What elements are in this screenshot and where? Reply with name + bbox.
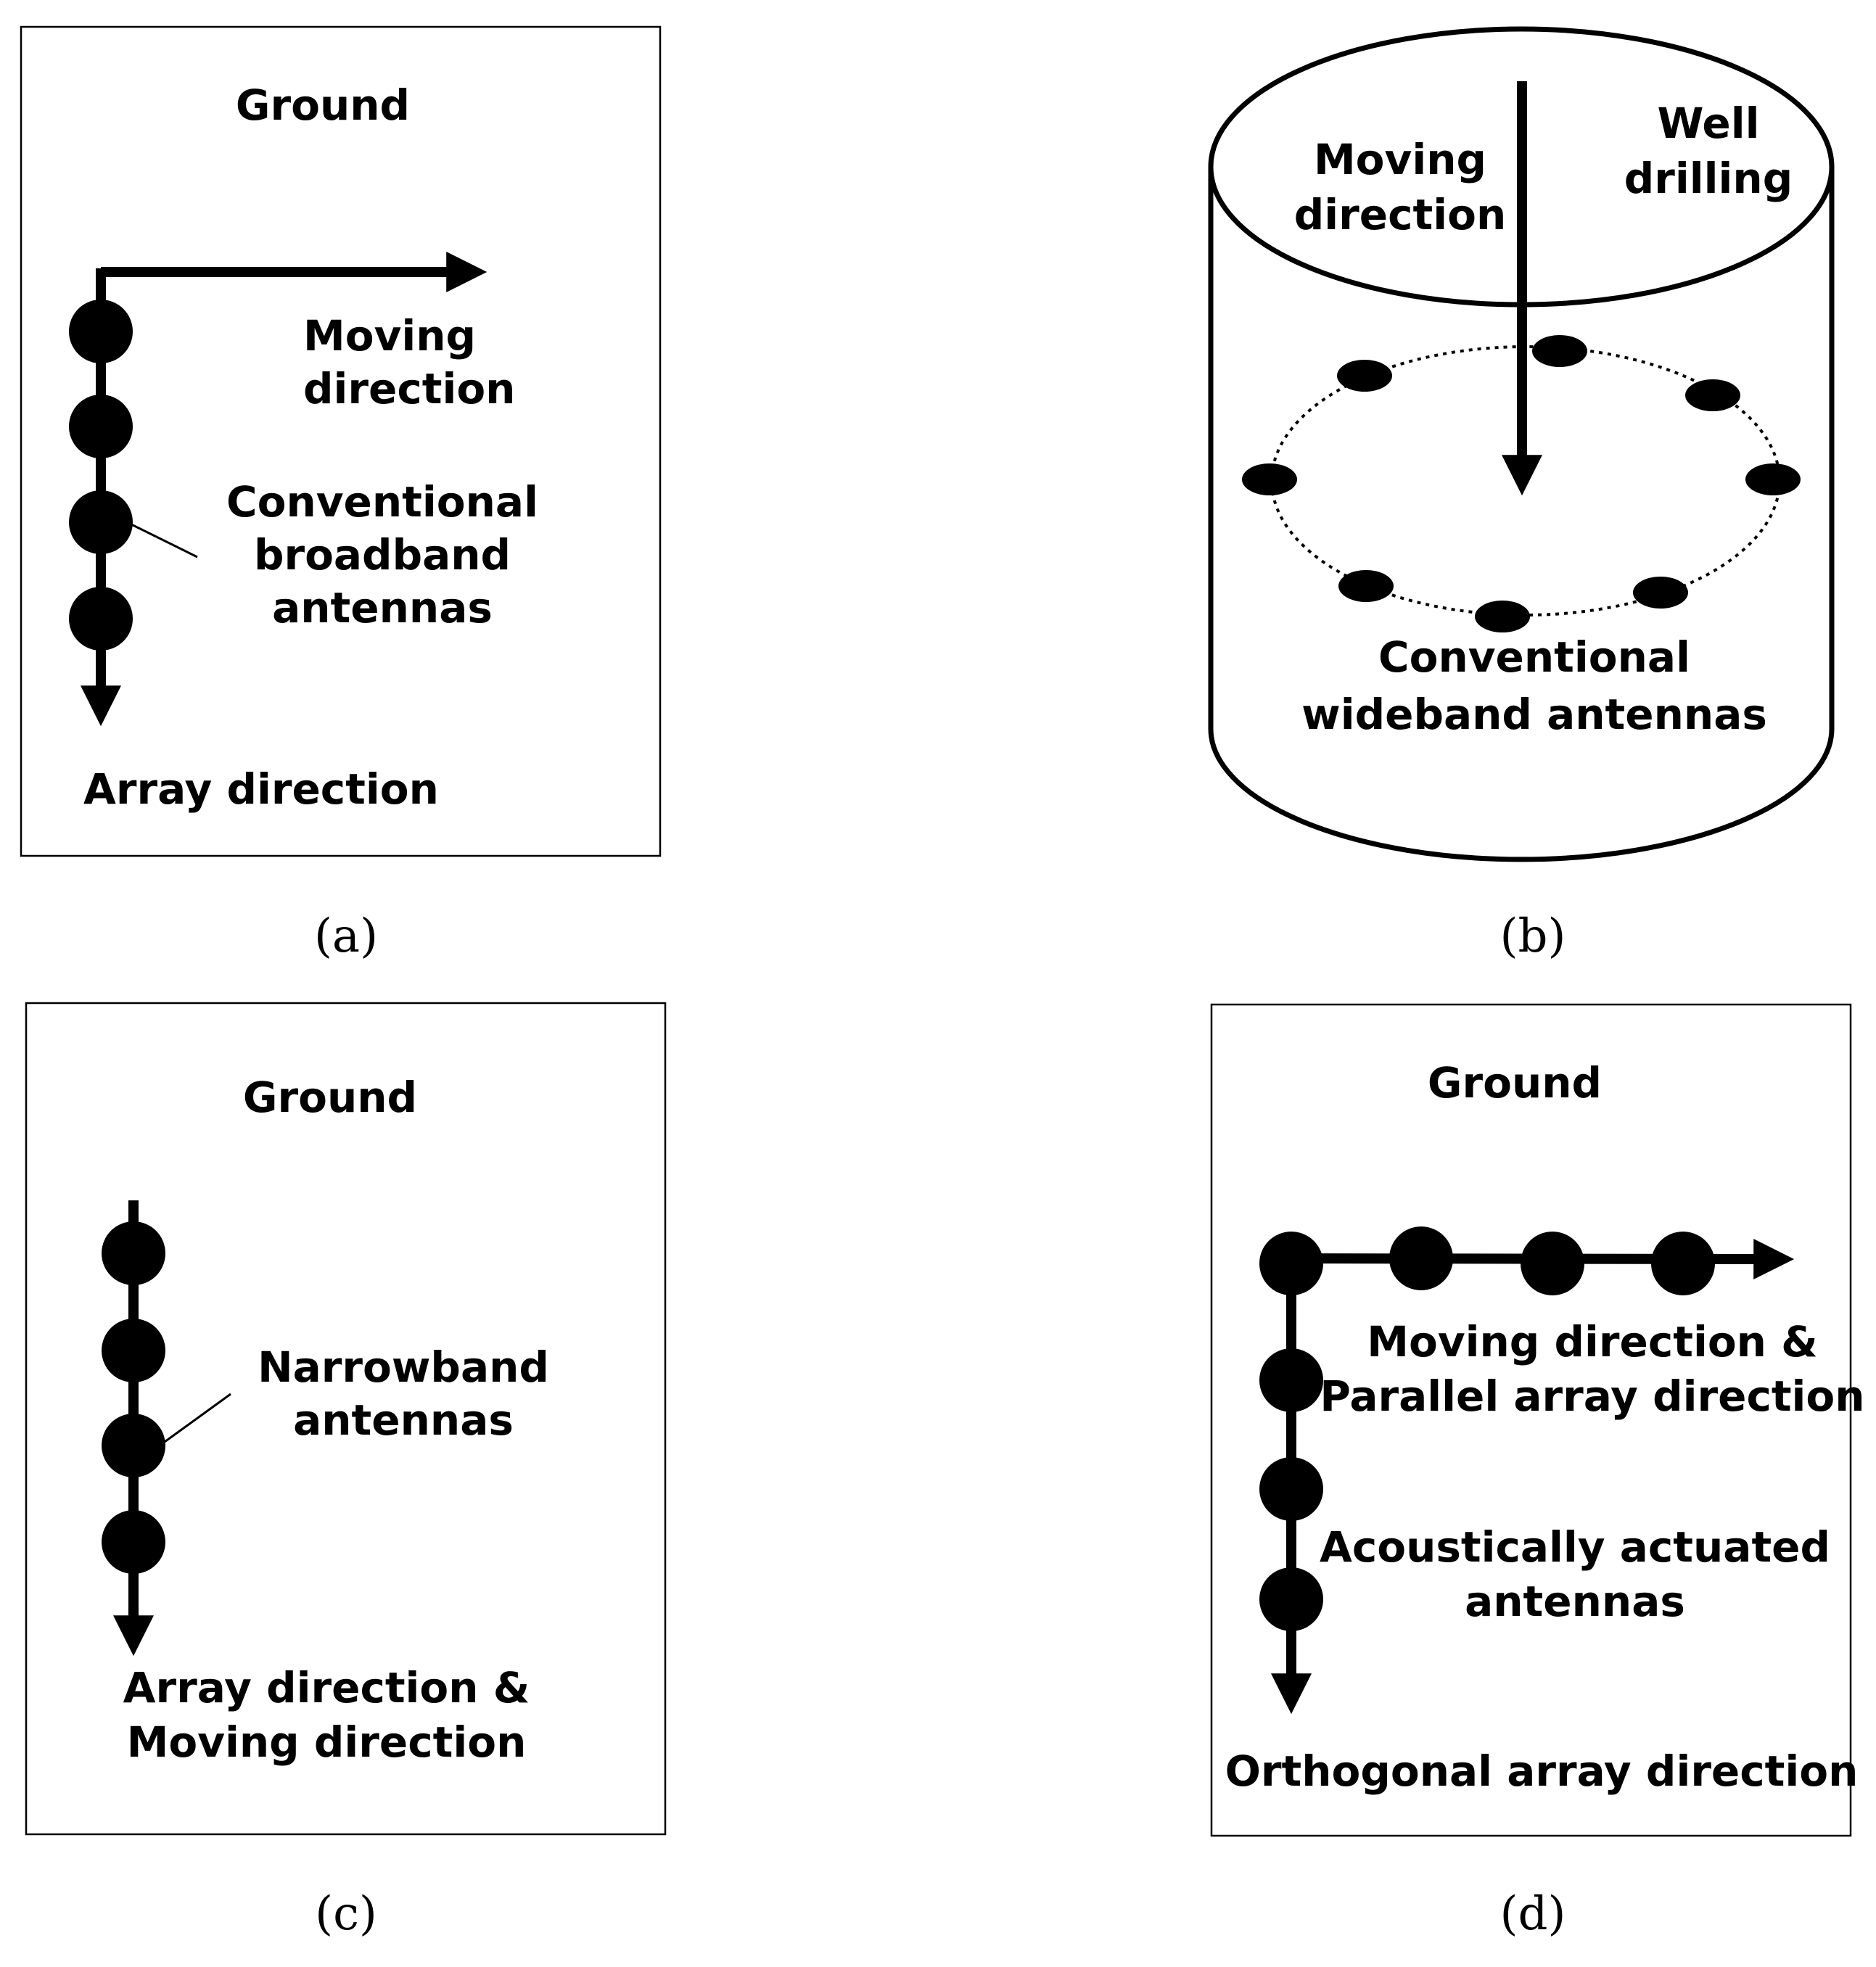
panel-b-well-label-2: drilling [1624,154,1793,203]
panel-b: Moving direction Well drilling Conventio… [1208,26,1835,963]
panel-d-antenna [1651,1232,1715,1295]
panel-b-cylinder-body [1208,167,1835,862]
panel-c-caption: (c) [315,1887,377,1941]
panel-d-antenna [1389,1226,1453,1290]
panel-c-direction-label-1: Array direction & [123,1663,530,1712]
panel-d-antenna [1521,1232,1584,1295]
panel-c-antenna-label-1: Narrowband [258,1343,549,1392]
panel-c-antenna [102,1510,165,1574]
panel-b-moving-label-2: direction [1294,190,1506,239]
panel-d-antenna [1259,1457,1323,1521]
panel-c-antenna-label-2: antennas [293,1395,514,1445]
panel-a-antenna [69,490,133,554]
panel-b-antenna [1242,463,1297,495]
panel-d-ground-label: Ground [1428,1058,1602,1108]
panel-b-moving-label-1: Moving [1314,135,1486,184]
panel-a-antenna [69,300,133,363]
panel-a-frame [20,25,662,857]
panel-c-frame [25,1002,667,1836]
panel-c-antenna [102,1414,165,1477]
panel-a-antenna [69,587,133,651]
panel-d-orthogonal-label: Orthogonal array direction [1225,1747,1859,1796]
panel-b-antenna-label-2: wideband antennas [1301,690,1767,739]
panel-b-antenna [1338,570,1394,602]
panel-d-frame [1210,1003,1852,1837]
panel-a-antenna-label-2: broadband [254,530,511,580]
panel-a-antenna-label-1: Conventional [226,477,538,527]
panel-a-antenna-label-3: antennas [272,583,493,632]
panel-b-antenna [1532,335,1587,367]
panel-d-moving-label-1: Moving direction & [1367,1317,1818,1366]
panel-d-antenna [1259,1567,1323,1631]
panel-d-caption: (d) [1500,1887,1566,1941]
panel-b-antenna [1745,463,1801,495]
panel-c-direction-label-2: Moving direction [127,1717,527,1767]
panel-a-antenna [69,395,133,458]
panel-c-antenna [102,1319,165,1382]
panel-a-moving-label-2: direction [303,364,515,413]
panel-b-antenna [1475,601,1530,632]
panel-d-antenna-label-2: antennas [1465,1577,1685,1626]
panel-a-array-label: Array direction [83,764,439,814]
panel-c-leader-line [159,1393,231,1447]
panel-c-antenna [102,1221,165,1285]
panel-b-caption: (b) [1500,910,1566,963]
panel-b-antenna [1633,577,1688,609]
panel-a-ground-label: Ground [236,81,410,130]
panel-c: Ground Narrowband antennas Array directi… [25,1002,667,1941]
panel-b-antenna [1685,379,1740,411]
panel-d: Ground Moving direction & Parallel array… [1210,1003,1865,1941]
panel-b-antenna [1337,360,1392,392]
panel-b-well-label-1: Well [1657,99,1759,148]
panel-a-caption: (a) [314,910,378,963]
panel-a-moving-label-1: Moving [303,311,476,360]
panel-d-moving-label-2: Parallel array direction [1320,1372,1864,1421]
panel-d-antenna-label-1: Acoustically actuated [1320,1522,1830,1572]
panel-d-antenna [1259,1348,1323,1412]
panel-b-antenna-label-1: Conventional [1378,632,1690,682]
panel-a-leader-line [126,521,198,558]
panel-d-antenna [1259,1232,1323,1295]
panel-a: Ground Moving direction Conventional bro… [20,25,662,963]
panel-c-ground-label: Ground [243,1073,417,1122]
